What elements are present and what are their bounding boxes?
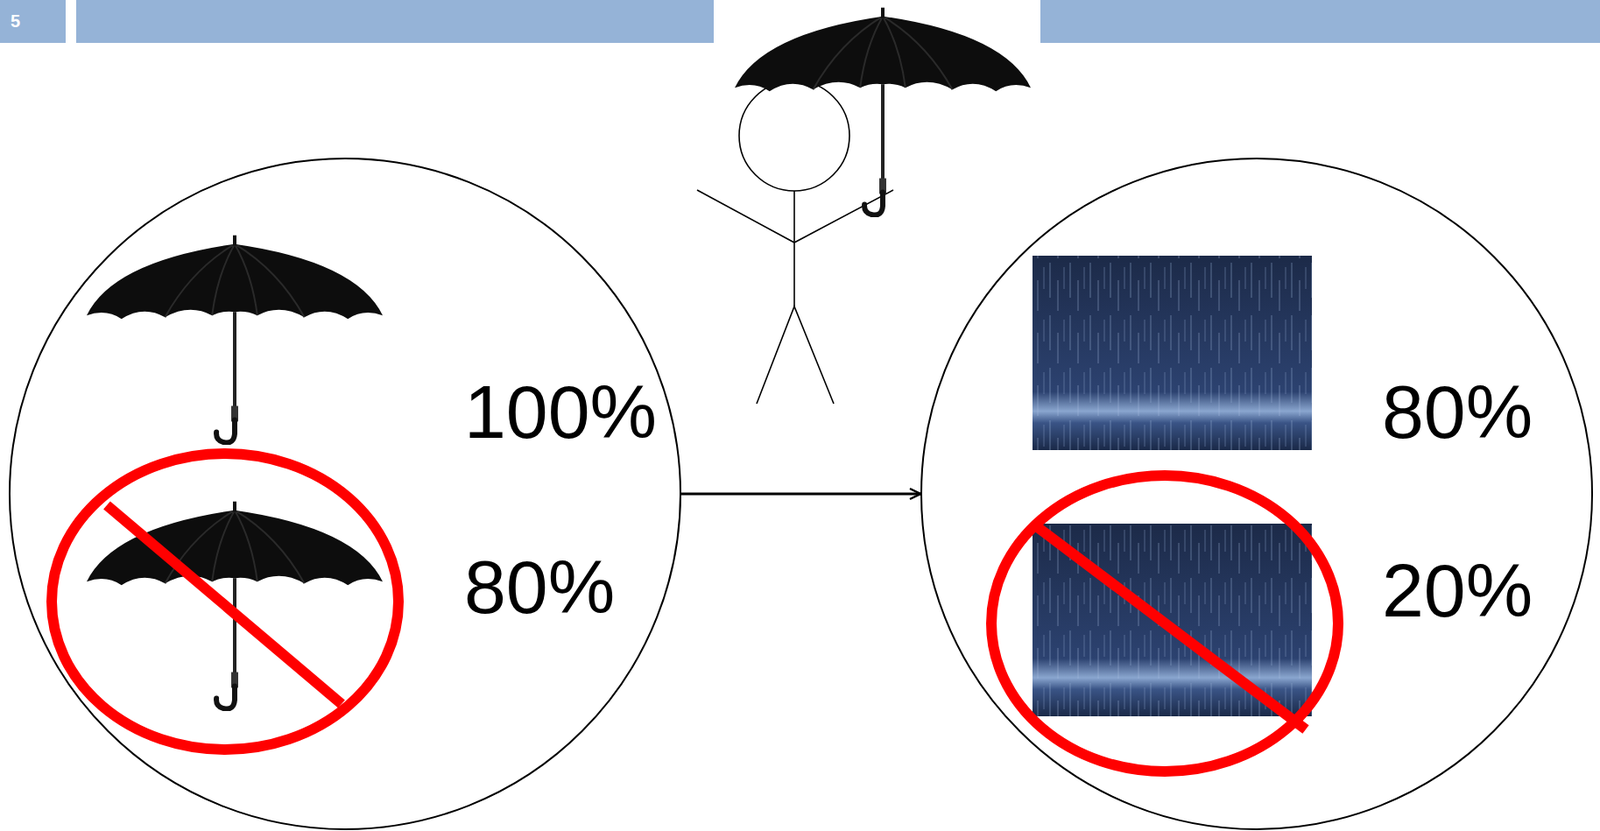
circle-outline [8,157,682,831]
circle-node: 100% 80% [8,157,682,831]
circle-node: 80% 20% [920,157,1593,831]
percentage-text: 80% [1381,367,1533,456]
header-bar [76,0,714,43]
rain-image [1032,255,1312,451]
umbrella-icon [734,7,1031,216]
header-bar [1040,0,1600,43]
circle-outline [920,157,1593,831]
rain-image [1032,523,1312,717]
stick-figure [697,80,894,404]
percentage-text: 80% [464,542,615,631]
slide-number: 5 [0,0,66,43]
umbrella-icon [86,235,383,444]
percentage-text: 20% [1381,546,1533,635]
percentage-text: 100% [464,367,657,456]
no-symbol [51,453,399,750]
umbrella-icon [86,501,383,710]
no-symbol [991,475,1339,772]
arrow-connector [681,493,921,496]
